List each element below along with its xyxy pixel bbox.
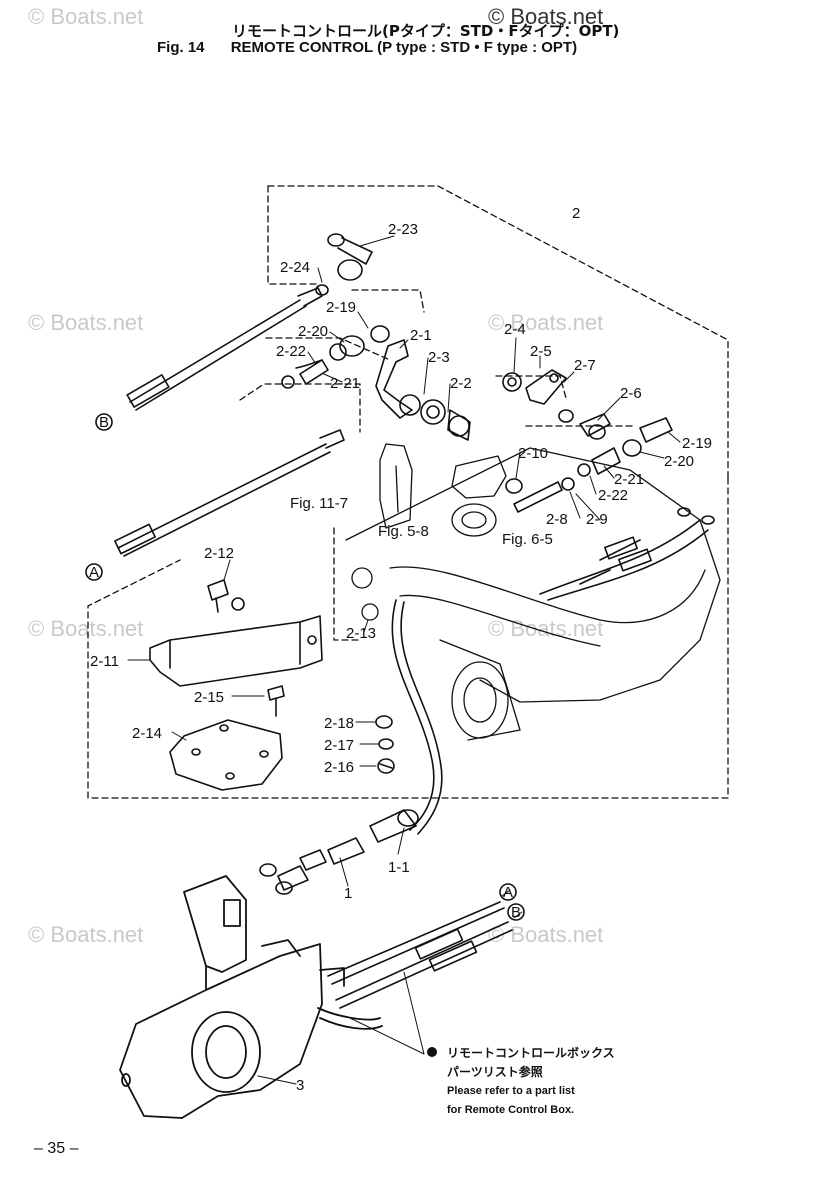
label-2-1: 2-1 — [410, 327, 432, 344]
fasteners — [375, 715, 395, 774]
label-2-22-lower: 2-22 — [598, 487, 628, 504]
marker-b-upper: B — [95, 413, 113, 431]
label-2-3: 2-3 — [428, 349, 450, 366]
label-2-24: 2-24 — [280, 259, 310, 276]
reference-note: リモートコントロールボックス パーツリスト参照 Please refer to … — [447, 1044, 615, 1120]
lower-cables — [327, 901, 513, 1009]
assembly-boundary — [87, 185, 729, 799]
throttle-linkage — [502, 369, 673, 513]
page-number: – 35 – — [34, 1140, 79, 1157]
marker-a-upper-label: A — [89, 564, 99, 581]
label-fig-5-8: Fig. 5-8 — [378, 523, 429, 540]
label-2: 2 — [572, 205, 580, 222]
cable-b — [126, 287, 323, 411]
label-2-6: 2-6 — [620, 385, 642, 402]
note-bullet-icon — [427, 1047, 437, 1057]
label-2-21-upper: 2-21 — [330, 375, 360, 392]
label-2-7: 2-7 — [574, 357, 596, 374]
title-japanese: リモートコントロール(Pタイプ：STD・Fタイプ：OPT) — [232, 22, 620, 40]
label-2-19-lower: 2-19 — [682, 435, 712, 452]
label-2-20-lower: 2-20 — [664, 453, 694, 470]
label-2-5: 2-5 — [530, 343, 552, 360]
remote-control-box — [119, 875, 383, 1119]
note-line-2: for Remote Control Box. — [447, 1104, 575, 1116]
mount-bracket — [149, 579, 323, 687]
upper-linkage — [281, 233, 390, 389]
marker-b-lower-label: B — [511, 904, 521, 921]
note-japanese: リモートコントロールボックス パーツリスト参照 — [447, 1046, 615, 1079]
label-1: 1 — [344, 885, 352, 902]
label-fig-6-5: Fig. 6-5 — [502, 531, 553, 548]
label-2-13: 2-13 — [346, 625, 376, 642]
wire-harness — [539, 507, 715, 601]
label-2-23: 2-23 — [388, 221, 418, 238]
label-2-8: 2-8 — [546, 511, 568, 528]
label-2-20-upper: 2-20 — [298, 323, 328, 340]
marker-a-lower: A — [499, 883, 517, 901]
label-fig-11-7: Fig. 11-7 — [290, 495, 348, 512]
label-2-19-upper: 2-19 — [326, 299, 356, 316]
watermark-left-low: © Boats.net — [28, 616, 144, 641]
watermark-top: © Boats.net — [488, 4, 604, 29]
marker-b-lower: B — [507, 903, 525, 921]
label-2-2: 2-2 — [450, 375, 472, 392]
label-2-10: 2-10 — [518, 445, 548, 462]
label-2-18: 2-18 — [324, 715, 354, 732]
label-2-4: 2-4 — [504, 321, 526, 338]
label-2-22-upper: 2-22 — [276, 343, 306, 360]
main-cable — [259, 599, 443, 895]
label-2-16: 2-16 — [324, 759, 354, 776]
marker-a-lower-label: A — [503, 884, 513, 901]
label-2-14: 2-14 — [132, 725, 162, 742]
label-2-11: 2-11 — [90, 653, 119, 670]
label-2-17: 2-17 — [324, 737, 354, 754]
label-1-1: 1-1 — [388, 859, 410, 876]
label-2-12: 2-12 — [204, 545, 234, 562]
label-2-15: 2-15 — [194, 689, 224, 706]
label-2-21-lower: 2-21 — [614, 471, 644, 488]
watermark-left-mid: © Boats.net — [28, 310, 144, 335]
label-2-9: 2-9 — [586, 511, 608, 528]
title-english: Fig. 14 REMOTE CONTROL (P type : STD • F… — [157, 39, 577, 56]
fig-number: Fig. 14 — [157, 39, 205, 56]
watermark-right-bottom: © Boats.net — [488, 922, 604, 947]
watermark-top-left: © Boats.net — [28, 4, 144, 29]
note-line-1: Please refer to a part list — [447, 1085, 575, 1097]
marker-b-upper-label: B — [99, 414, 109, 431]
cable-a — [114, 429, 345, 557]
watermark-right-mid: © Boats.net — [488, 310, 604, 335]
marker-a-upper: A — [85, 563, 103, 581]
mount-plate — [169, 685, 285, 791]
watermark-left-bottom: © Boats.net — [28, 922, 144, 947]
title-english-text: REMOTE CONTROL (P type : STD • F type : … — [230, 39, 578, 56]
leader-lines — [127, 235, 681, 1085]
shift-arm — [375, 339, 471, 441]
label-3: 3 — [296, 1077, 304, 1094]
engine-housing — [345, 443, 721, 741]
